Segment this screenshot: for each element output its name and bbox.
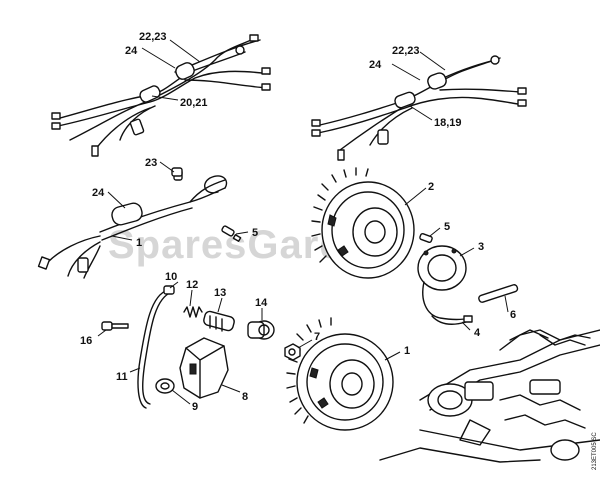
callout-24-top-right: 24 [369,59,382,71]
callout-7: 7 [314,331,320,343]
callout-5-left: 5 [252,227,258,239]
callout-22-23-top-left: 22,23 [139,31,167,43]
callout-5-right: 5 [444,221,450,233]
callout-4: 4 [474,327,481,339]
callout-8: 8 [242,391,248,403]
screw-5a [221,225,242,242]
callout-labels: 22,23 24 20,21 22,23 24 18,19 23 24 1 5 … [80,31,516,413]
callout-9: 9 [192,401,198,413]
nut-7 [284,343,301,361]
callout-1-flywheel: 1 [404,345,410,357]
pin [478,284,519,303]
spark-plug-boot-13 [203,310,235,332]
callout-20-21: 20,21 [180,97,208,109]
wire-23 [171,167,183,177]
leader-lines [97,39,509,405]
callout-12: 12 [186,279,198,291]
flywheel-lower [286,317,394,431]
callout-3: 3 [478,241,484,253]
callout-18-19: 18,19 [434,117,462,129]
callout-24-middle: 24 [92,187,105,199]
screw-16 [101,321,129,331]
wiring-harness-top-left [51,34,271,157]
callout-10: 10 [165,271,177,283]
callout-2: 2 [428,181,434,193]
callout-22-23-top-right: 22,23 [392,45,420,57]
callout-6: 6 [510,309,516,321]
callout-16: 16 [80,335,92,347]
ignition-module [417,245,471,321]
flywheel-upper [311,167,415,279]
wiring-harness-top-right [311,55,527,161]
callout-24-top-left: 24 [125,45,138,57]
callout-23: 23 [145,157,157,169]
callout-13: 13 [214,287,226,299]
callout-14: 14 [255,297,268,309]
callout-1-wiring: 1 [136,237,142,249]
drawing-code: 213ET005 SC [592,432,598,470]
callout-11: 11 [116,371,128,383]
grommet-9 [155,378,175,394]
spring-12 [183,306,203,318]
ignition-coil-8 [179,337,229,399]
engine-block [379,329,600,463]
ignition-lead-11 [137,285,175,409]
screw-5b [419,232,433,244]
spark-plug-cap-14 [247,320,275,340]
